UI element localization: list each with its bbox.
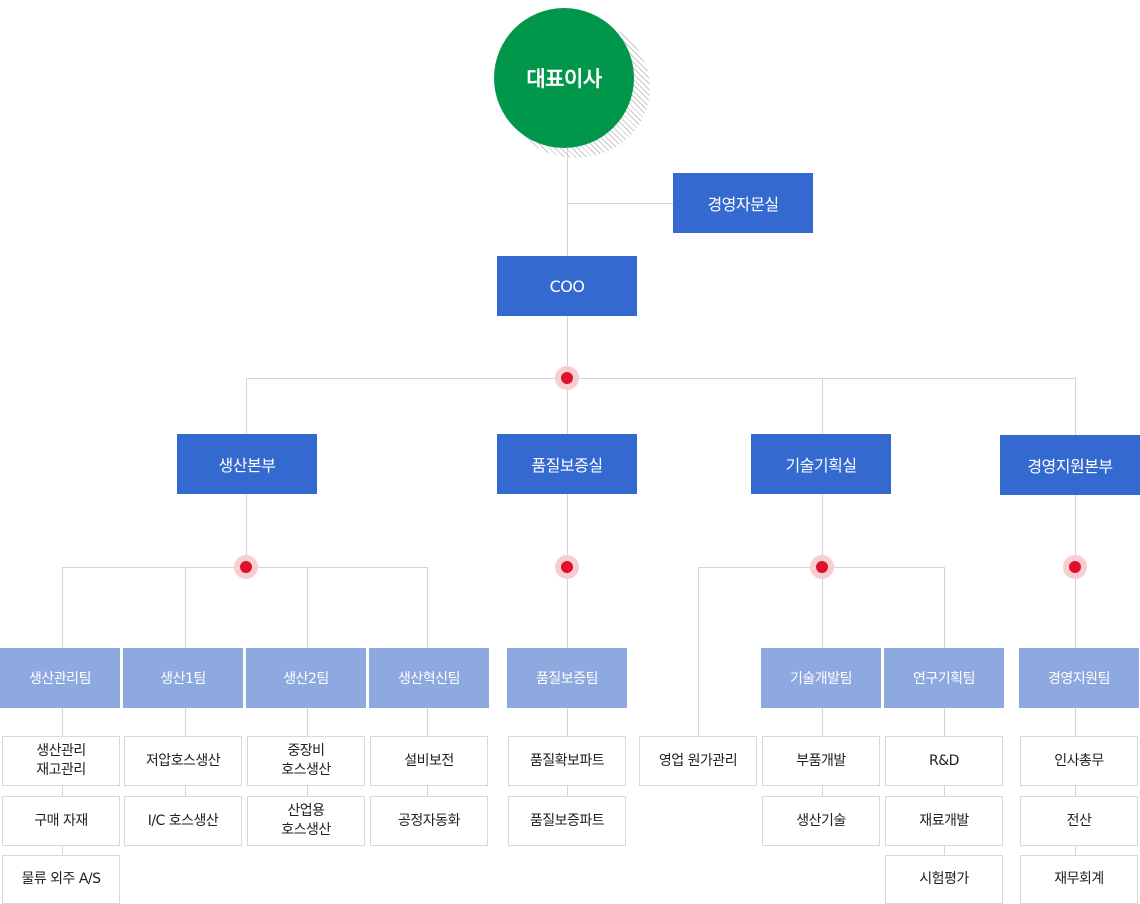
- unit-box: 중장비 호스생산: [247, 736, 365, 786]
- division-production: 생산본부: [177, 434, 317, 494]
- connector-line: [1075, 378, 1076, 435]
- unit-box: 공정자동화: [370, 796, 488, 846]
- team-research-planning: 연구기획팀: [884, 648, 1004, 708]
- connector-line: [62, 567, 63, 648]
- unit-box: 재무회계: [1020, 855, 1138, 904]
- connector-line: [567, 148, 568, 256]
- unit-box: 재료개발: [885, 796, 1003, 846]
- connector-line: [185, 567, 186, 648]
- junction-dot: [555, 366, 579, 390]
- connector-line: [307, 567, 308, 648]
- junction-dot: [810, 555, 834, 579]
- connector-line: [246, 378, 1075, 379]
- unit-box: 생산기술: [762, 796, 880, 846]
- team-tech-dev: 기술개발팀: [761, 648, 881, 708]
- connector-line: [944, 567, 945, 648]
- unit-box: 구매 자재: [2, 796, 120, 846]
- connector-line: [944, 708, 945, 868]
- connector-line: [246, 494, 247, 568]
- junction-dot: [555, 555, 579, 579]
- junction-dot: [234, 555, 258, 579]
- unit-box: 품질확보파트: [508, 736, 626, 786]
- connector-line: [246, 378, 247, 434]
- unit-box: 전산: [1020, 796, 1138, 846]
- team-production-1: 생산1팀: [123, 648, 243, 708]
- team-quality: 품질보증팀: [507, 648, 627, 708]
- connector-line: [698, 567, 699, 736]
- connector-line: [1075, 708, 1076, 868]
- unit-box: 생산관리 재고관리: [2, 736, 120, 786]
- unit-box: 저압호스생산: [124, 736, 242, 786]
- team-innovation: 생산혁신팀: [369, 648, 489, 708]
- unit-box: 인사총무: [1020, 736, 1138, 786]
- unit-box: 물류 외주 A/S: [2, 855, 120, 904]
- division-management-support: 경영지원본부: [1000, 435, 1140, 495]
- connector-line: [427, 567, 428, 648]
- division-quality: 품질보증실: [497, 434, 637, 494]
- unit-box: 부품개발: [762, 736, 880, 786]
- unit-box: I/C 호스생산: [124, 796, 242, 846]
- junction-dot: [1063, 555, 1087, 579]
- advisory-node: 경영자문실: [673, 173, 813, 233]
- unit-box: 품질보증파트: [508, 796, 626, 846]
- unit-box: R&D: [885, 736, 1003, 786]
- team-production-mgmt: 생산관리팀: [0, 648, 120, 708]
- unit-box: 산업용 호스생산: [247, 796, 365, 846]
- coo-node: COO: [497, 256, 637, 316]
- ceo-node: 대표이사: [494, 8, 634, 148]
- unit-box: 영업 원가관리: [639, 736, 757, 786]
- unit-box: 설비보전: [370, 736, 488, 786]
- connector-line: [567, 203, 673, 204]
- team-production-2: 생산2팀: [246, 648, 366, 708]
- division-tech-planning: 기술기획실: [751, 434, 891, 494]
- connector-line: [62, 708, 63, 868]
- team-management-support: 경영지원팀: [1019, 648, 1139, 708]
- connector-line: [822, 378, 823, 434]
- unit-box: 시험평가: [885, 855, 1003, 904]
